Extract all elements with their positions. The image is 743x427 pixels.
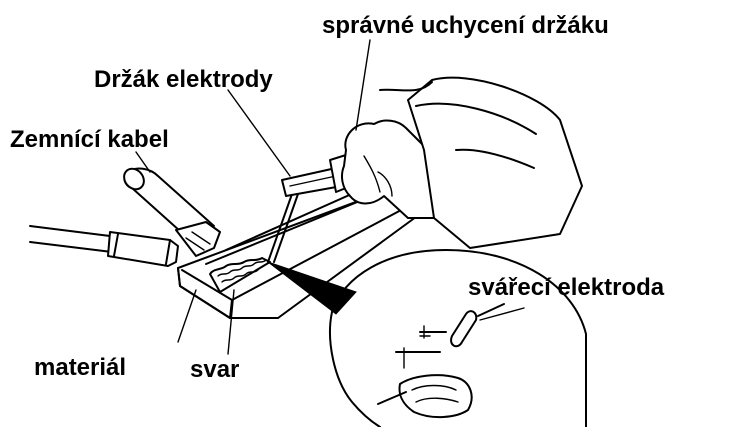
leader-holder-grip (356, 40, 370, 130)
ground-cable-wire (30, 226, 118, 252)
label-weld: svar (190, 358, 239, 382)
leader-material (178, 290, 196, 342)
label-electrode-holder: Držák elektrody (94, 68, 273, 92)
label-welding-electrode: svářecí elektroda (468, 276, 664, 300)
label-material: materiál (34, 356, 126, 380)
leader-electrode-holder (228, 90, 290, 176)
ground-cable-plug (108, 232, 178, 266)
label-holder-grip: správné uchycení držáku (322, 14, 609, 38)
leader-welding-electrode (480, 308, 524, 320)
label-ground-cable: Zemnící kabel (10, 128, 169, 152)
